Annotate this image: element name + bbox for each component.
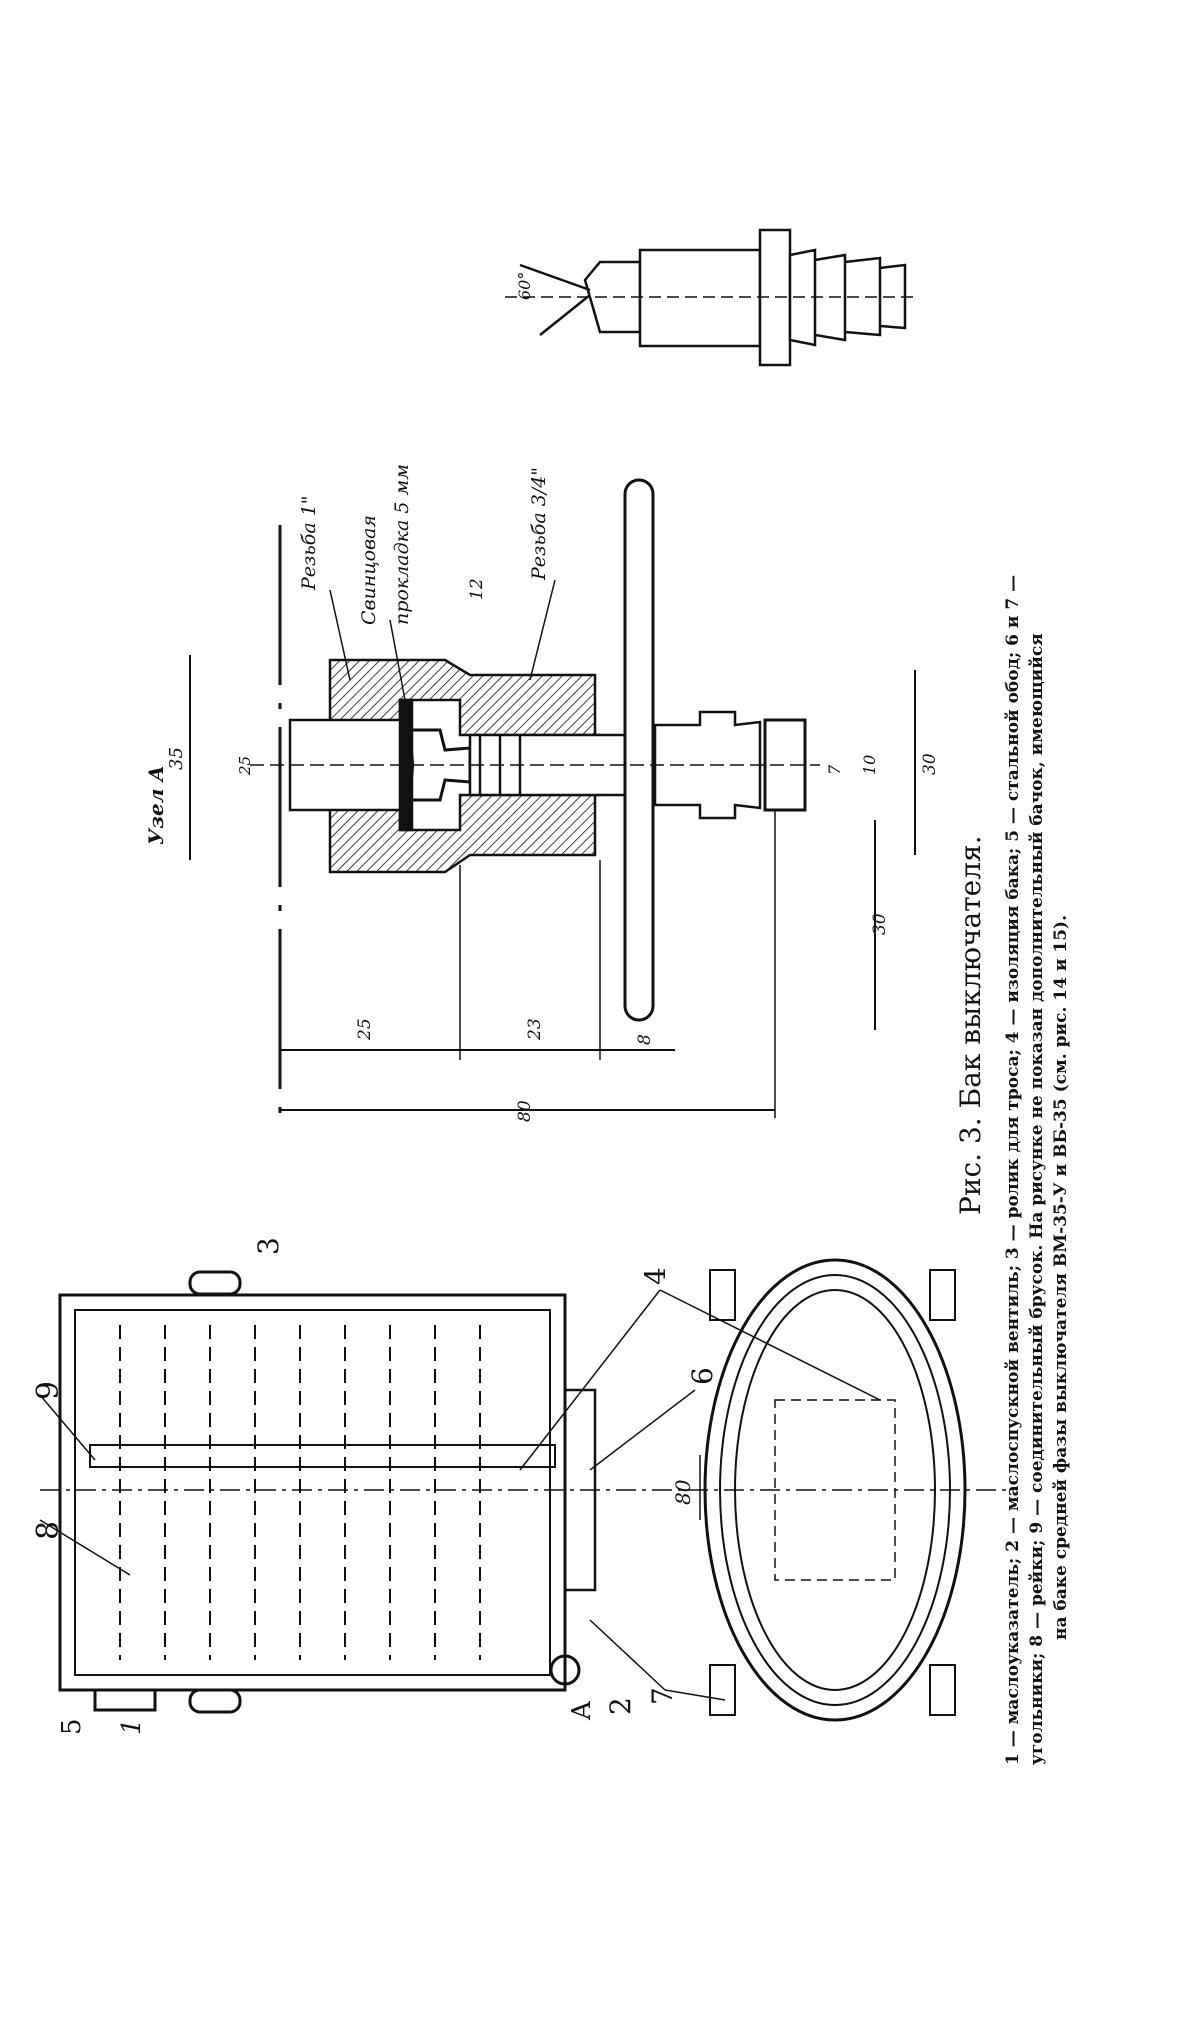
- tip-detail: [505, 228, 915, 367]
- tip-angle-line-2: [539, 294, 591, 336]
- leader-7a: [664, 1689, 726, 1701]
- leader-4b: [659, 1289, 881, 1401]
- thread-2-label: Резьба 3/4": [528, 467, 550, 581]
- dim-35: 35: [166, 747, 187, 770]
- roller-top: [188, 1270, 242, 1296]
- node-a-labels: Узел А Резьба 1" Свинцовая прокладка 5 м…: [144, 464, 940, 1122]
- caption-block: Рис. 3. Бак выключателя. 1 — маслоуказат…: [954, 575, 1071, 1765]
- dim-30-right: 30: [920, 753, 940, 775]
- leader-thread-2: [529, 579, 556, 681]
- node-a-title: Узел А: [144, 765, 168, 845]
- base-oval-mid: [719, 1274, 951, 1706]
- gasket-label-2: прокладка 5 мм: [391, 464, 413, 625]
- dim-12: 12: [467, 578, 487, 600]
- angle-bottom-right: [929, 1664, 956, 1716]
- label-4: 4: [639, 1267, 672, 1285]
- leader-9: [39, 1394, 96, 1461]
- caption-line-2: угольники; 8 — рейки; 9 — соединительный…: [1027, 633, 1047, 1765]
- leader-thread-1: [329, 589, 351, 681]
- base-oval-outer: [703, 1258, 967, 1722]
- caption-line-3: на баке средней фазы выключателя ВМ-35-У…: [1051, 915, 1071, 1640]
- label-5: 5: [57, 1718, 87, 1735]
- angle-top-left: [709, 1269, 736, 1321]
- label-9: 9: [31, 1381, 66, 1400]
- label-8: 8: [31, 1521, 66, 1540]
- label-7: 7: [646, 1687, 679, 1705]
- valve-handle: [623, 478, 655, 1022]
- tank-outer: [58, 1293, 567, 1692]
- label-a: A: [567, 1700, 597, 1721]
- drain-valve: [549, 1654, 581, 1686]
- dim-30-lower: 30: [870, 913, 890, 935]
- caption-line-1: 1 — маслоуказатель; 2 — маслоспускной ве…: [1003, 575, 1023, 1765]
- tip-body: [638, 248, 762, 348]
- valve-nozzle: [653, 710, 762, 820]
- connecting-bar: [89, 1444, 556, 1468]
- bottom-bracket: [563, 1388, 597, 1592]
- label-1: 1: [117, 1718, 147, 1735]
- leader-4a: [519, 1289, 661, 1471]
- label-3: 3: [252, 1237, 285, 1255]
- label-2: 2: [604, 1697, 637, 1715]
- leader-7b: [589, 1619, 666, 1691]
- tip-angle-line-1: [519, 263, 591, 292]
- base-slats: [774, 1399, 896, 1581]
- tank-inner: [74, 1309, 551, 1676]
- dim-8: 8: [635, 1034, 655, 1045]
- dim-25-bottom: 25: [355, 1018, 375, 1041]
- tank-drawing: [39, 1258, 1010, 1722]
- base-oval-inner: [734, 1289, 936, 1691]
- tank-slats: [119, 1325, 481, 1660]
- node-a-detail: [189, 478, 916, 1125]
- tank-labels: 9 8 3 5 1 A 2 4 6 7 80: [31, 1237, 719, 1735]
- roller-bottom: [188, 1688, 242, 1714]
- gasket-label-1: Свинцовая: [358, 515, 380, 625]
- oil-gauge: [93, 1688, 157, 1712]
- dim-23: 23: [525, 1018, 545, 1041]
- angle-bottom-left: [709, 1664, 736, 1716]
- dim-7: 7: [825, 764, 844, 775]
- tip-angle-label: 60°: [515, 272, 534, 300]
- thread-1-label: Резьба 1": [298, 495, 320, 591]
- figure-title: Рис. 3. Бак выключателя.: [954, 835, 987, 1215]
- label-6: 6: [686, 1367, 719, 1385]
- dim-25-top: 25: [236, 756, 254, 776]
- dim-80-tank: 80: [671, 1479, 695, 1505]
- angle-top-right: [929, 1269, 956, 1321]
- leader-gasket: [389, 619, 406, 701]
- dim-80-bottom: 80: [515, 1100, 535, 1122]
- leader-8: [39, 1519, 131, 1576]
- leader-6: [589, 1389, 696, 1471]
- dim-10: 10: [860, 755, 879, 775]
